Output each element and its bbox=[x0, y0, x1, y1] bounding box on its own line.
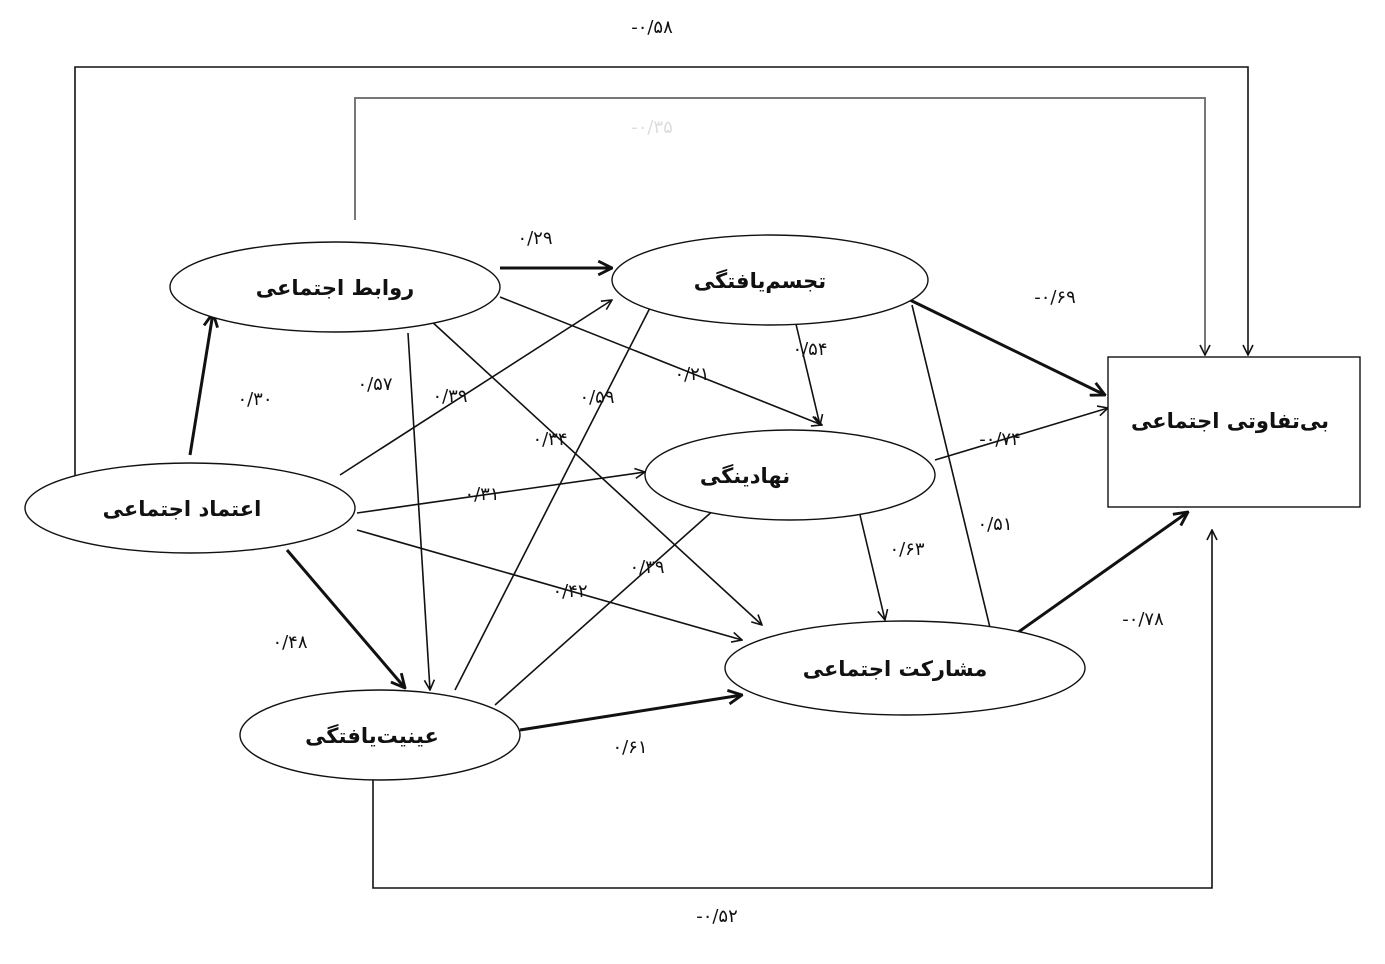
svg-text:روابط اجتماعی: روابط اجتماعی bbox=[256, 276, 414, 300]
svg-text:اعتماد اجتماعی: اعتماد اجتماعی bbox=[103, 497, 262, 521]
node-social-participation: مشارکت اجتماعی bbox=[724, 620, 1086, 716]
node-institutionalization: نهادینگی bbox=[644, 429, 936, 521]
coef-trust-participation: ۰/۴۲ bbox=[552, 581, 587, 602]
coef-embodiment-participation: ۰/۵۱ bbox=[977, 514, 1012, 535]
node-embodiment: تجسم‌یافتگی bbox=[611, 234, 929, 326]
coef-relations-objectification: ۰/۵۷ bbox=[357, 374, 392, 395]
svg-text:مشارکت اجتماعی: مشارکت اجتماعی bbox=[803, 657, 988, 681]
edge-trust-embodiment bbox=[339, 300, 612, 476]
node-objectification: عینیت‌یافتگی bbox=[239, 689, 521, 781]
svg-text:نهادینگی: نهادینگی bbox=[700, 463, 790, 488]
coef-objectification-institutionalization: ۰/۳۹ bbox=[629, 557, 664, 578]
node-social-relations: روابط اجتماعی bbox=[169, 241, 501, 333]
coef-embodiment-indifference: -۰/۶۹ bbox=[1034, 287, 1076, 308]
coef-objectification-embodiment: ۰/۵۹ bbox=[579, 387, 614, 408]
coef-trust-objectification: ۰/۴۸ bbox=[272, 632, 307, 653]
coef-relations-embodiment: ۰/۲۹ bbox=[517, 228, 552, 249]
edge-embodiment-indifference bbox=[909, 298, 1105, 395]
edge-trust-institutionalization bbox=[356, 472, 645, 514]
coef-institutionalization-indifference: -۰/۷۴ bbox=[979, 429, 1021, 450]
coef-relations-institutionalization: ۰/۲۱ bbox=[674, 364, 709, 385]
coefficients: -۰/۵۸ -۰/۳۵ -۰/۵۲ ۰/۳۰ ۰/۲۹ ۰/۲۱ ۰/۳۴ ۰/… bbox=[237, 17, 1164, 927]
edge-embodiment-participation bbox=[911, 304, 993, 640]
node-social-trust: اعتماد اجتماعی bbox=[24, 462, 356, 554]
edge-participation-indifference bbox=[999, 512, 1188, 647]
edge-institutionalization-indifference bbox=[934, 408, 1108, 461]
coef-relations-indifference: -۰/۳۵ bbox=[631, 117, 673, 138]
coef-participation-indifference: -۰/۷۸ bbox=[1122, 609, 1164, 630]
coef-embodiment-institutionalization: ۰/۵۴ bbox=[792, 339, 827, 360]
edge-trust-indifference bbox=[74, 66, 1248, 495]
edge-trust-participation bbox=[356, 529, 742, 640]
edge-institutionalization-participation bbox=[859, 514, 885, 620]
edge-objectification-participation bbox=[519, 695, 742, 732]
edge-objectification-institutionalization bbox=[494, 500, 725, 706]
edge-objectification-indifference bbox=[372, 530, 1212, 889]
edge-relations-indifference bbox=[354, 97, 1205, 355]
edge-relations-institutionalization bbox=[499, 296, 822, 425]
coef-trust-relations: ۰/۳۰ bbox=[237, 389, 272, 410]
edge-trust-objectification bbox=[285, 549, 405, 688]
edge-objectification-embodiment bbox=[454, 298, 655, 691]
coef-trust-embodiment: ۰/۳۹ bbox=[432, 386, 467, 407]
coef-trust-indifference: -۰/۵۸ bbox=[631, 17, 673, 38]
coef-institutionalization-participation: ۰/۶۳ bbox=[889, 539, 924, 560]
coef-relations-participation: ۰/۳۴ bbox=[532, 429, 567, 450]
edge-relations-participation bbox=[429, 319, 762, 625]
svg-text:عینیت‌یافتگی: عینیت‌یافتگی bbox=[305, 723, 439, 748]
coef-objectification-participation: ۰/۶۱ bbox=[612, 737, 647, 758]
edge-embodiment-institutionalization bbox=[794, 319, 820, 425]
node-social-indifference: بی‌تفاوتی اجتماعی bbox=[1107, 356, 1361, 508]
coef-objectification-indifference: -۰/۵۲ bbox=[696, 906, 738, 927]
svg-text:تجسم‌یافتگی: تجسم‌یافتگی bbox=[694, 268, 826, 293]
coef-trust-institutionalization: ۰/۳۱ bbox=[464, 484, 499, 505]
edge-relations-objectification bbox=[407, 332, 430, 690]
edge-trust-relations bbox=[188, 313, 213, 456]
svg-text:بی‌تفاوتی اجتماعی: بی‌تفاوتی اجتماعی bbox=[1131, 409, 1329, 433]
